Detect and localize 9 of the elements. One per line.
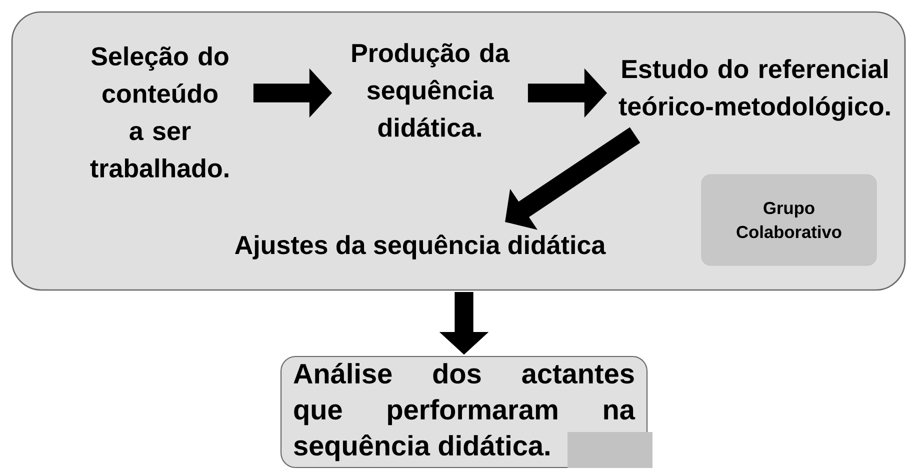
step-text: Ajustes da sequência didática (234, 234, 606, 260)
process-panel (11, 11, 906, 291)
group-box: Grupo Colaborativo (701, 174, 877, 266)
arrow (505, 127, 640, 230)
step-text: Seleção do conteúdo a ser trabalhado. (90, 46, 228, 178)
step-text: Estudo do referencial teórico-metodológico. (618, 59, 890, 121)
tool-box (568, 432, 652, 468)
step-text: Produção da sequência didática. (352, 43, 510, 137)
analysis-box: Análise dos actantes que performaram na sequência didática. (280, 356, 648, 468)
